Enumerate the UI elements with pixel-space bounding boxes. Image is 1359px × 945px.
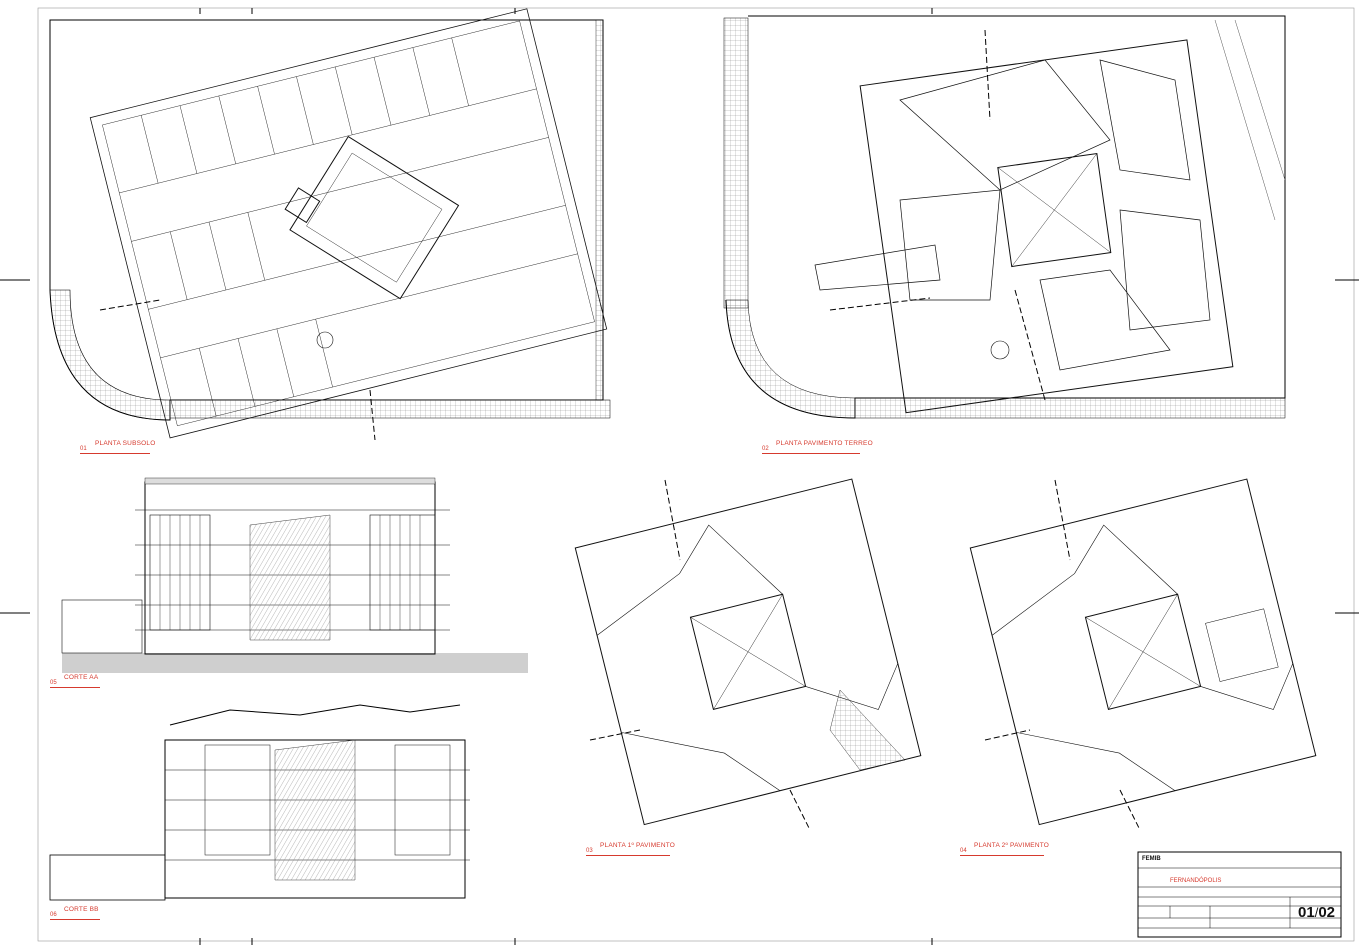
drawing-05-title: CORTE AA: [64, 674, 99, 681]
drawing-06-title: CORTE BB: [64, 906, 99, 913]
drawing-01-title: PLANTA SUBSOLO: [95, 440, 156, 447]
title-block-org: FEMIB: [1142, 856, 1161, 862]
drawing-03-number: 03: [586, 848, 593, 854]
drawing-01-number: 01: [80, 446, 87, 452]
sheet-number: 01/02: [1298, 904, 1335, 921]
drawing-02-number: 02: [762, 446, 769, 452]
drawing-04-number: 04: [960, 848, 967, 854]
sheet-number-current: 01: [1298, 904, 1315, 921]
drawing-02-title: PLANTA PAVIMENTO TERREO: [776, 440, 873, 447]
drawing-04-title: PLANTA 2º PAVIMENTO: [974, 842, 1050, 849]
drawing-03-title: PLANTA 1º PAVIMENTO: [600, 842, 676, 849]
drawing-06-number: 06: [50, 912, 57, 918]
sheet-number-total: 02: [1318, 904, 1335, 921]
drawing-05-number: 05: [50, 680, 57, 686]
title-block-city: FERNANDÓPOLIS: [1170, 878, 1222, 884]
